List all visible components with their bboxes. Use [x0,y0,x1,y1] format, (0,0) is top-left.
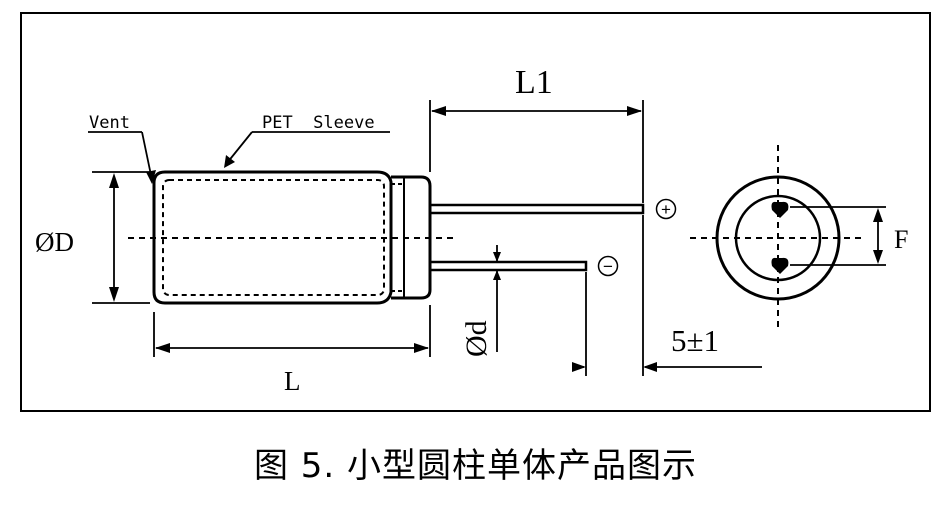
pet-sleeve-callout [224,131,390,168]
lead-offset-dimension [572,215,762,376]
vent-callout [88,131,156,184]
lead-diameter-label: Ød [460,320,493,357]
capacitor-body [152,170,393,305]
capacitor-end-view [690,145,866,330]
svg-text:−: − [603,257,613,276]
length-body-label: L [284,366,301,396]
capacitor-side-view [128,170,455,305]
length-dimension [153,305,431,357]
lead-offset-label: 5±1 [671,323,719,358]
lead-spacing-label: F [894,225,908,254]
lead-length-dimension [429,100,644,203]
end-view-terminals [771,201,789,274]
pet-sleeve-label: PET Sleeve [262,113,375,133]
lead-spacing-dimension [790,206,886,266]
negative-lead [428,260,588,272]
lead-diameter-dimension [493,245,501,352]
figure-caption: 图 5. 小型圆柱单体产品图示 [253,446,698,486]
positive-lead [428,203,645,215]
diagram-frame [20,12,931,412]
vent-label: Vent [89,113,130,133]
diameter-dimension [92,171,150,304]
negative-symbol: − [597,255,619,277]
svg-text:+: + [661,200,671,219]
positive-symbol: + [655,198,677,220]
leads [428,203,645,272]
diameter-body-label: ØD [35,227,74,257]
pet-sleeve-outline [162,179,385,296]
lead-length-label: L1 [515,64,553,101]
